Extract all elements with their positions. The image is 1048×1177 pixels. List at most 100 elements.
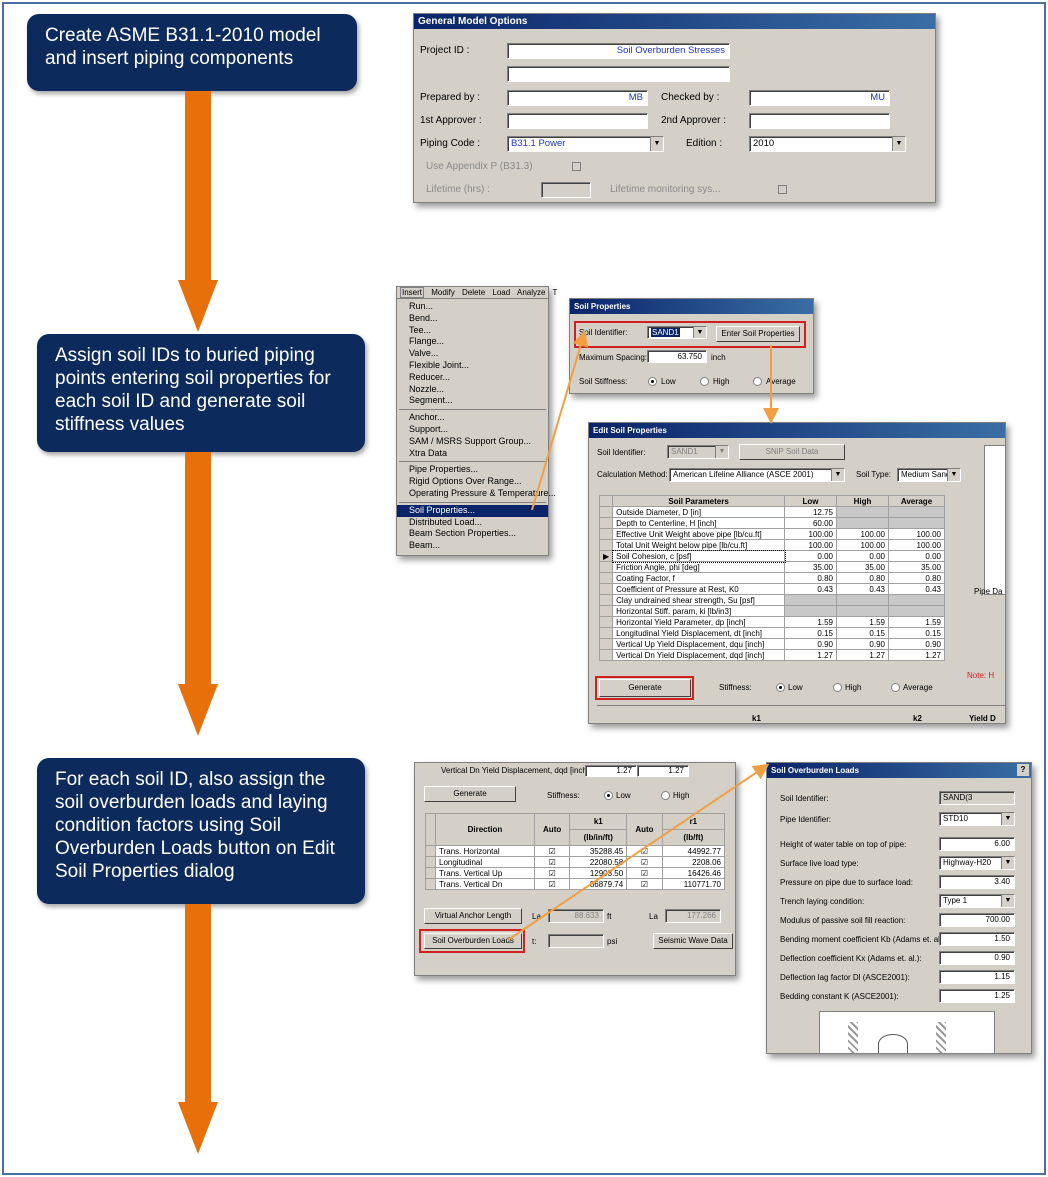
menu-item[interactable]: Beam... — [409, 540, 441, 551]
soil-parameter-value[interactable]: 35.00 — [836, 561, 889, 573]
soil-parameter-value[interactable]: 1.59 — [888, 616, 945, 628]
appendix-p-checkbox[interactable] — [572, 162, 581, 171]
menu-item[interactable]: Valve... — [409, 348, 439, 359]
soil-parameter-row[interactable]: Longitudinal Yield Displacement, dt [inc… — [598, 627, 945, 639]
soil-parameter-value[interactable]: 0.00 — [784, 550, 837, 562]
soil-parameter-value[interactable]: 100.00 — [784, 539, 837, 551]
k1-value[interactable]: 22080.58 — [569, 856, 628, 868]
menu-item[interactable]: Soil Properties... — [397, 504, 548, 517]
soil-parameter-value[interactable]: 1.59 — [784, 616, 837, 628]
soil-parameter-value[interactable]: 0.80 — [784, 572, 837, 584]
menu-bar-modify[interactable]: Modify — [431, 288, 455, 297]
soil-identifier-select[interactable]: SAND1 ▼ — [647, 326, 707, 339]
soil-parameter-value[interactable]: 0.15 — [784, 627, 837, 639]
soil-parameter-value[interactable] — [784, 605, 837, 617]
project-id-field-2[interactable] — [507, 66, 730, 82]
soil-parameter-row[interactable]: Horizontal Yield Parameter, dp [inch]1.5… — [598, 616, 945, 628]
soil-parameter-value[interactable] — [888, 594, 945, 606]
soil-parameter-value[interactable] — [888, 506, 945, 518]
chevron-down-icon[interactable]: ▼ — [693, 327, 706, 338]
soil-parameter-value[interactable]: 100.00 — [888, 539, 945, 551]
soil-parameter-row[interactable]: Depth to Centerline, H [inch]60.00 — [598, 517, 945, 529]
stiffness-low-radio[interactable] — [648, 377, 657, 386]
soil-parameter-value[interactable] — [836, 605, 889, 617]
r1-value[interactable]: 44992.77 — [661, 845, 726, 857]
row-selector[interactable] — [598, 616, 614, 628]
soil-parameter-row[interactable]: Vertical Up Yield Displacement, dqu [inc… — [598, 638, 945, 650]
row-selector[interactable] — [425, 878, 436, 890]
row-selector[interactable] — [598, 594, 614, 606]
r1-value[interactable]: 110771.70 — [661, 878, 726, 890]
row-selector[interactable] — [598, 605, 614, 617]
lower-generate-button[interactable]: Generate — [424, 786, 516, 802]
ob-row-select[interactable]: Highway-H20▼ — [939, 856, 1015, 870]
ob-row-field[interactable]: 6.00 — [939, 837, 1015, 851]
row-selector[interactable] — [598, 539, 614, 551]
menu-bar-analyze[interactable]: Analyze — [516, 288, 546, 297]
soil-parameter-value[interactable] — [784, 594, 837, 606]
stiffness-average-radio[interactable] — [753, 377, 762, 386]
k1-value[interactable]: 86879.74 — [569, 878, 628, 890]
virtual-anchor-length-button[interactable]: Virtual Anchor Length — [424, 908, 522, 924]
row-selector[interactable] — [598, 572, 614, 584]
k1-value[interactable]: 12903.50 — [569, 867, 628, 879]
auto-checkbox-2[interactable]: ☑ — [626, 878, 663, 890]
menu-item[interactable]: Flexible Joint... — [409, 359, 470, 370]
lifetime-monitoring-checkbox[interactable] — [778, 185, 787, 194]
ob-row-field[interactable]: 700.00 — [939, 913, 1015, 927]
row-selector[interactable]: ▶ — [598, 550, 614, 562]
row-selector[interactable] — [598, 627, 614, 639]
menu-item[interactable]: Pipe Properties... — [409, 464, 479, 475]
menu-item[interactable]: SAM / MSRS Support Group... — [409, 435, 532, 446]
stiffness-row[interactable]: Trans. Horizontal☑35288.45☑44992.77 — [425, 845, 726, 857]
soil-parameter-value[interactable]: 60.00 — [784, 517, 837, 529]
soil-parameter-value[interactable]: 1.59 — [836, 616, 889, 628]
ob-row-field[interactable]: 0.90 — [939, 951, 1015, 965]
row-selector[interactable] — [598, 649, 614, 661]
k1-value[interactable]: 35288.45 — [569, 845, 628, 857]
soil-parameter-value[interactable] — [888, 517, 945, 529]
enter-soil-properties-button[interactable]: Enter Soil Properties — [716, 326, 800, 342]
soil-parameter-value[interactable]: 35.00 — [888, 561, 945, 573]
soil-parameter-row[interactable]: Horizontal Stiff. param, ki [lb/in3] — [598, 605, 945, 617]
ob-row-field[interactable]: 3.40 — [939, 875, 1015, 889]
soil-parameter-value[interactable]: 0.15 — [836, 627, 889, 639]
calculation-method-select[interactable]: American Lifeline Alliance (ASCE 2001) ▼ — [669, 468, 845, 482]
menu-item[interactable]: Reducer... — [409, 371, 451, 382]
soil-parameter-value[interactable]: 100.00 — [888, 528, 945, 540]
row-selector[interactable] — [598, 517, 614, 529]
soil-parameter-row[interactable]: Clay undrained shear strength, Su [psf] — [598, 594, 945, 606]
ob-pipe-identifier-select[interactable]: STD10 ▼ — [939, 812, 1015, 826]
soil-parameter-row[interactable]: Vertical Dn Yield Displacement, dqd [inc… — [598, 649, 945, 661]
menu-item[interactable]: Anchor... — [409, 412, 445, 423]
soil-parameter-value[interactable]: 100.00 — [784, 528, 837, 540]
menu-item[interactable]: Distributed Load... — [409, 516, 483, 527]
soil-parameter-value[interactable]: 0.90 — [888, 638, 945, 650]
auto-checkbox-1[interactable]: ☑ — [533, 845, 571, 857]
soil-parameter-value[interactable]: 0.90 — [784, 638, 837, 650]
soil-parameter-value[interactable]: 1.27 — [784, 649, 837, 661]
row-selector[interactable] — [598, 583, 614, 595]
row-selector[interactable] — [425, 845, 436, 857]
menu-item[interactable]: Beam Section Properties... — [409, 528, 517, 539]
snip-soil-data-button[interactable]: SNiP Soil Data — [739, 444, 845, 460]
row-selector[interactable] — [598, 528, 614, 540]
chevron-down-icon[interactable]: ▼ — [831, 469, 844, 481]
menu-item[interactable]: Support... — [409, 423, 449, 434]
chevron-down-icon[interactable]: ▼ — [650, 137, 663, 151]
auto-checkbox-2[interactable]: ☑ — [626, 856, 663, 868]
menu-item[interactable]: Operating Pressure & Temperature... — [409, 487, 556, 498]
menu-item[interactable]: Nozzle... — [409, 383, 445, 394]
soil-parameter-value[interactable]: 0.80 — [836, 572, 889, 584]
lower-stiffness-low-radio[interactable] — [604, 791, 613, 800]
soil-parameter-row[interactable]: Effective Unit Weight above pipe [lb/cu.… — [598, 528, 945, 540]
menu-bar-load[interactable]: Load — [492, 288, 511, 297]
menu-item[interactable]: Flange... — [409, 336, 445, 347]
edition-select[interactable]: 2010 ▼ — [749, 136, 906, 152]
row-selector[interactable] — [425, 856, 436, 868]
soil-parameter-value[interactable]: 0.43 — [888, 583, 945, 595]
soil-parameter-value[interactable]: 0.15 — [888, 627, 945, 639]
